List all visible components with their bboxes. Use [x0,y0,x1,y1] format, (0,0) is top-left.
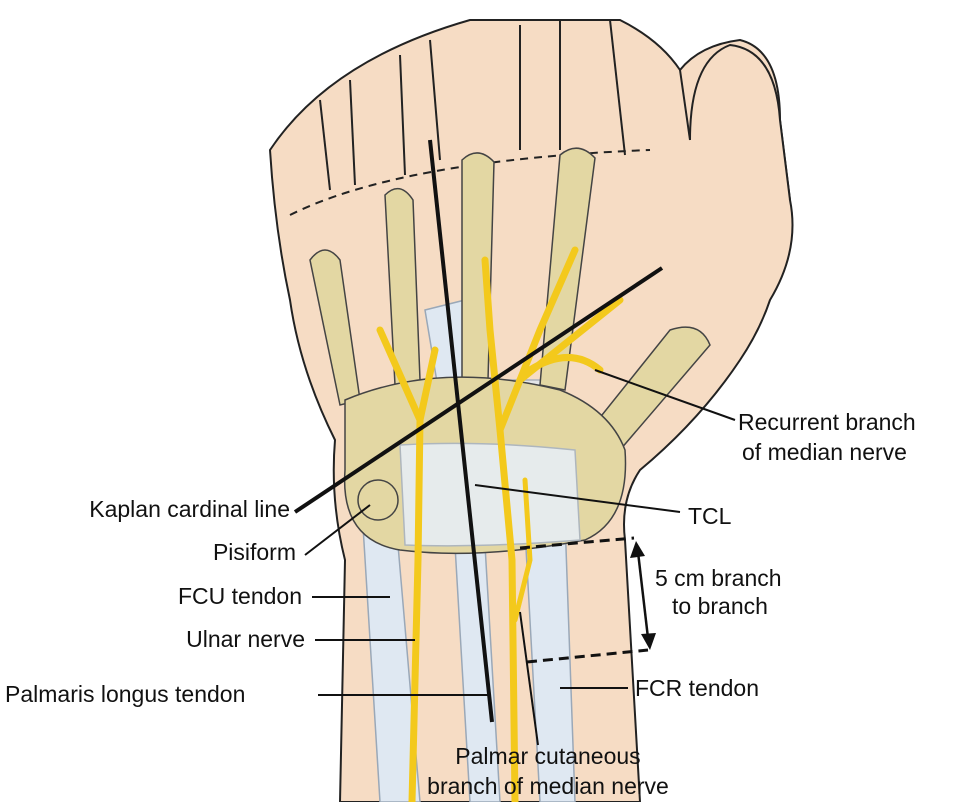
distal-branch-marker [526,648,649,664]
label-palmar-cutaneous-2: branch of median nerve [427,773,669,799]
label-fcu: FCU tendon [178,583,302,609]
distance-arrow [636,551,650,639]
arrowhead-top [630,541,645,558]
label-kaplan: Kaplan cardinal line [89,496,290,522]
ulnar-nerve [408,346,439,802]
arrowhead-bottom [641,633,656,650]
label-ulnar: Ulnar nerve [186,626,305,652]
metacarpal-5 [309,249,361,406]
label-distance-2: to branch [672,593,768,619]
transverse-carpal-ligament [399,442,581,547]
label-palmar-cutaneous-1: Palmar cutaneous [455,743,640,769]
ulnar-branch [376,326,424,424]
palmar-cutaneous-nerve [512,477,533,623]
label-pisiform: Pisiform [213,539,296,565]
kaplan-cardinal-line [293,266,664,514]
nerves [376,246,624,802]
median-branch-1 [496,246,579,434]
label-recurrent-2: of median nerve [742,439,907,465]
label-fcr: FCR tendon [635,675,759,701]
thumb-skin [689,43,791,201]
metacarpal-4 [384,187,421,386]
label-distance-1: 5 cm branch [655,565,782,591]
pisiform-bone [357,479,399,521]
annotation-lines [293,139,736,746]
proximal-branch-marker [519,536,635,550]
label-tcl: TCL [688,503,732,529]
recurrent-branch [526,354,604,374]
midline [428,139,494,723]
finger-creases [289,19,691,216]
label-palmaris: Palmaris longus tendon [5,681,245,707]
label-recurrent-1: Recurrent branch [738,409,916,435]
